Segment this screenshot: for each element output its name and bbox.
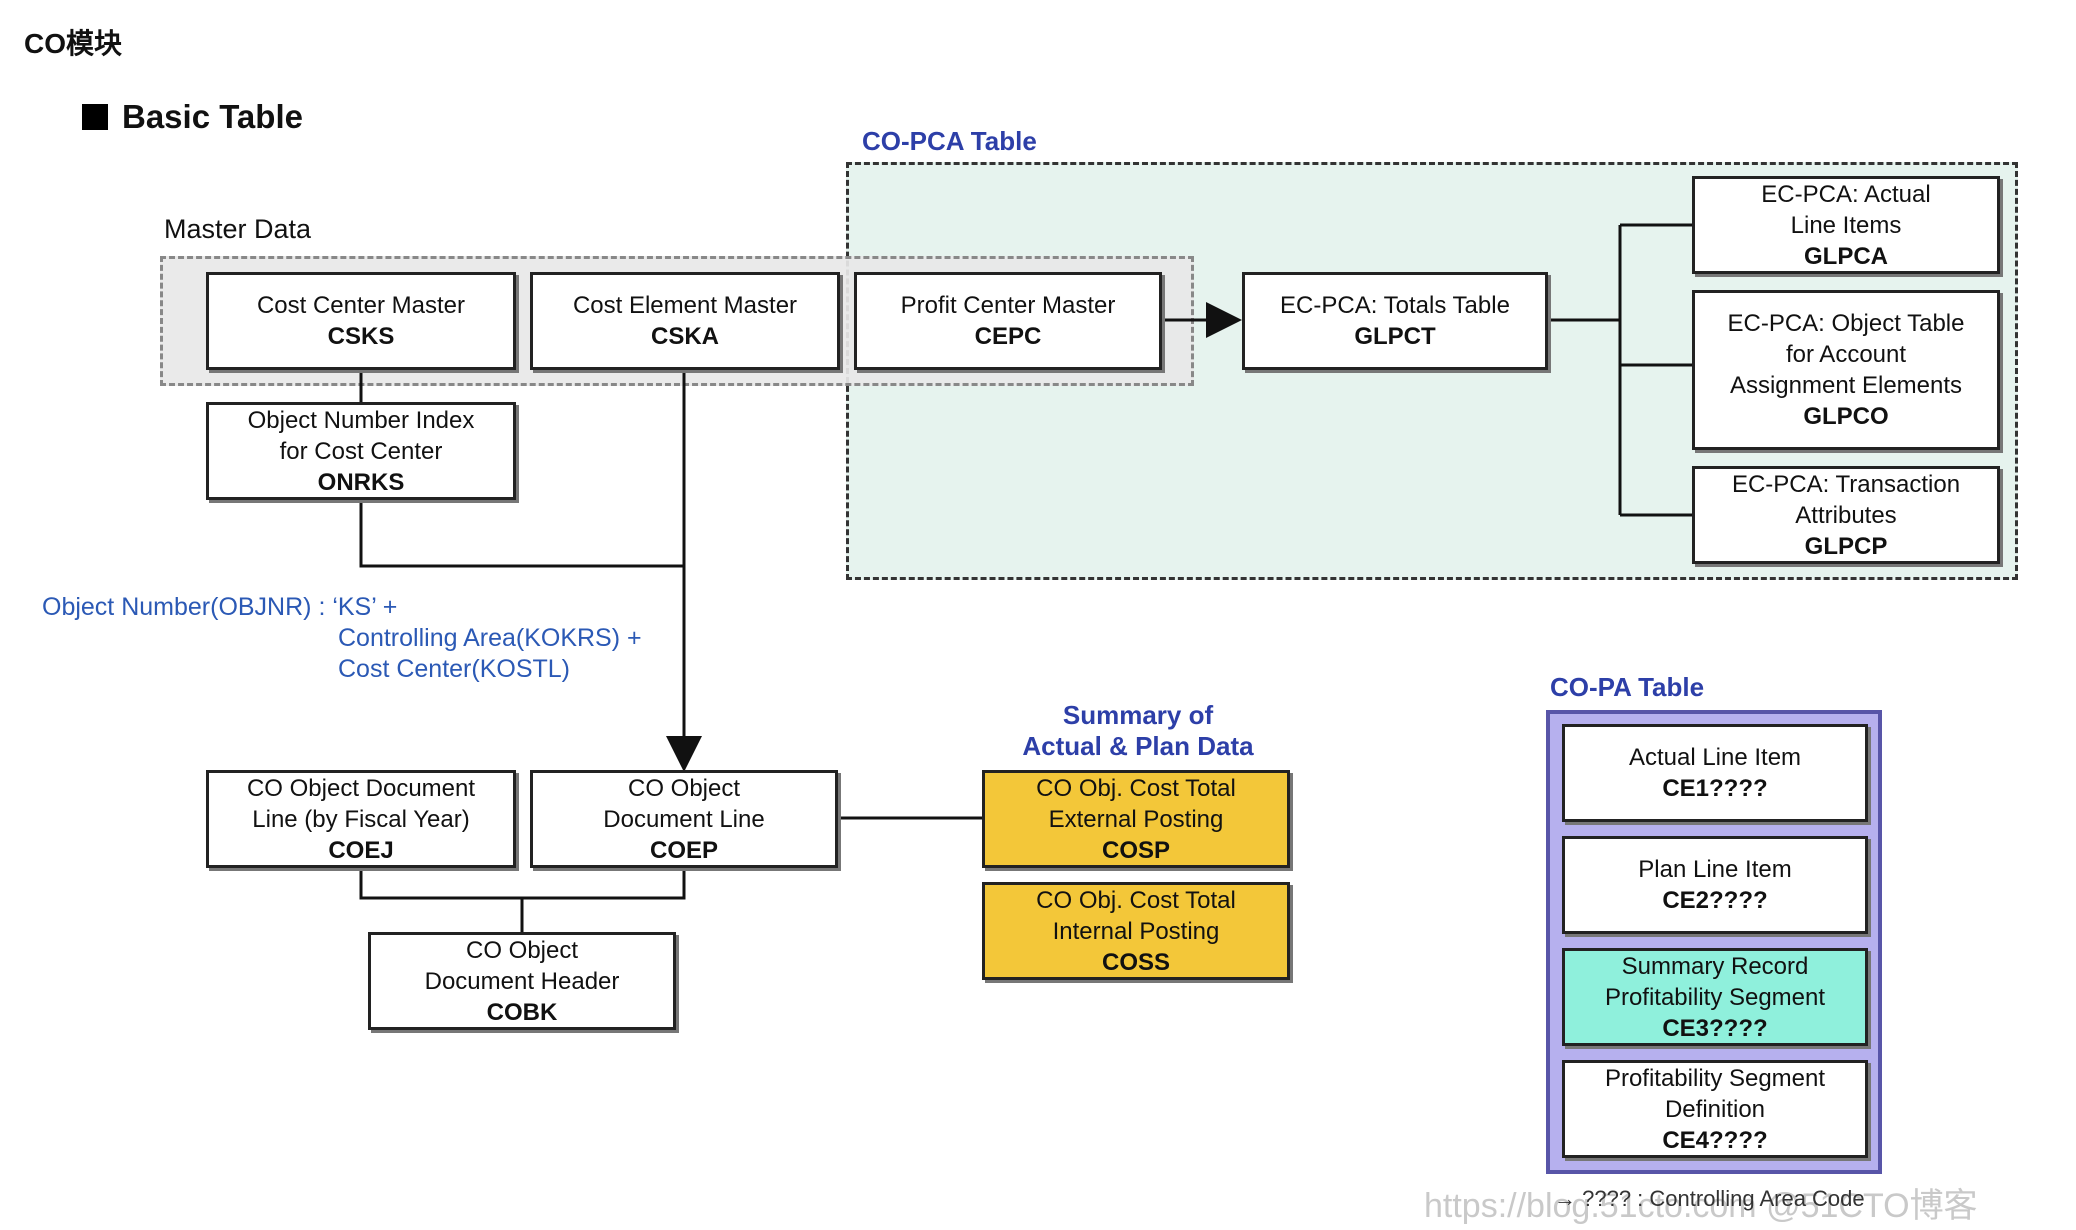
onrks-label-1: Object Number Index: [247, 406, 475, 434]
summary-label: Summary of Actual & Plan Data: [980, 700, 1296, 762]
footnote: → ???? : Controlling Area Code: [1554, 1186, 1865, 1211]
cosp-code: COSP: [1101, 836, 1170, 864]
cska-code: CSKA: [650, 323, 719, 350]
glpcp-box: EC-PCA: Transaction Attributes GLPCP: [1692, 466, 2000, 564]
ce2-box: Plan Line Item CE2????: [1562, 836, 1868, 934]
glpco-code: GLPCO: [1803, 403, 1889, 430]
ce2-label: Plan Line Item: [1638, 856, 1792, 883]
glpct-code: GLPCT: [1354, 323, 1436, 350]
coss-label-2: Internal Posting: [1052, 917, 1220, 945]
ce1-code: CE1????: [1662, 775, 1768, 802]
glpcp-label-1: EC-PCA: Transaction: [1731, 470, 1961, 498]
glpca-label-1: EC-PCA: Actual: [1761, 180, 1931, 208]
glpct-label: EC-PCA: Totals Table: [1280, 292, 1510, 319]
ce4-box: Profitability Segment Definition CE4????: [1562, 1060, 1868, 1158]
page-title: CO模块: [24, 28, 123, 59]
watermark: https://blog.51cto.com @51CTO博客: [1424, 1187, 1978, 1225]
glpco-label-2: for Account: [1785, 341, 1907, 368]
coep-label-2: Document Line: [603, 805, 765, 833]
glpca-box: EC-PCA: Actual Line Items GLPCA: [1692, 176, 2000, 274]
coej-box: CO Object Document Line (by Fiscal Year)…: [206, 770, 516, 868]
glpct-box: EC-PCA: Totals Table GLPCT: [1242, 272, 1548, 370]
coej-code: COEJ: [328, 836, 394, 864]
coep-code: COEP: [649, 836, 718, 864]
coss-label-1: CO Obj. Cost Total: [1036, 886, 1236, 914]
coep-label-1: CO Object: [627, 774, 741, 802]
onrks-label-2: for Cost Center: [279, 437, 443, 465]
csks-box: Cost Center Master CSKS: [206, 272, 516, 370]
glpcp-label-2: Attributes: [1795, 501, 1897, 529]
ce4-label-2: Definition: [1664, 1095, 1766, 1123]
ce3-label-1: Summary Record: [1621, 952, 1809, 980]
master-data-label: Master Data: [164, 214, 312, 244]
copa-table-label: CO-PA Table: [1550, 672, 1705, 702]
ce2-code: CE2????: [1662, 887, 1768, 914]
cosp-box: CO Obj. Cost Total External Posting COSP: [982, 770, 1290, 868]
cobk-box: CO Object Document Header COBK: [368, 932, 676, 1030]
cska-box: Cost Element Master CSKA: [530, 272, 840, 370]
ce3-label-2: Profitability Segment: [1604, 983, 1826, 1011]
glpcp-code: GLPCP: [1804, 532, 1888, 560]
cepc-code: CEPC: [974, 323, 1042, 350]
glpca-code: GLPCA: [1804, 242, 1888, 270]
section-title-text: Basic Table: [122, 98, 303, 135]
summary-label-line1: Summary of: [1062, 700, 1214, 730]
objnr-annotation-line1: Object Number(OBJNR) : ‘KS’ +: [42, 593, 398, 621]
cobk-code: COBK: [486, 998, 558, 1026]
glpco-label-1: EC-PCA: Object Table: [1727, 310, 1965, 337]
coss-box: CO Obj. Cost Total Internal Posting COSS: [982, 882, 1290, 980]
summary-label-line2: Actual & Plan Data: [1022, 731, 1254, 761]
coep-box: CO Object Document Line COEP: [530, 770, 838, 868]
coej-label-1: CO Object Document: [246, 774, 476, 802]
onrks-code: ONRKS: [317, 468, 405, 496]
csks-code: CSKS: [327, 323, 395, 350]
glpco-label-3: Assignment Elements: [1729, 372, 1963, 399]
cobk-label-1: CO Object: [465, 936, 579, 964]
section-title: Basic Table: [82, 98, 303, 136]
csks-label: Cost Center Master: [256, 292, 466, 319]
glpca-label-2: Line Items: [1790, 211, 1902, 239]
onrks-box: Object Number Index for Cost Center ONRK…: [206, 402, 516, 500]
cosp-label-2: External Posting: [1048, 805, 1224, 833]
coss-code: COSS: [1101, 948, 1170, 976]
ce1-label: Actual Line Item: [1628, 744, 1802, 771]
ce3-box: Summary Record Profitability Segment CE3…: [1562, 948, 1868, 1046]
square-bullet-icon: [82, 104, 108, 130]
ce4-label-1: Profitability Segment: [1604, 1064, 1826, 1092]
cepc-box: Profit Center Master CEPC: [854, 272, 1162, 370]
ce1-box: Actual Line Item CE1????: [1562, 724, 1868, 822]
glpco-box: EC-PCA: Object Table for Account Assignm…: [1692, 290, 2000, 450]
objnr-annotation-line2: Controlling Area(KOKRS) +: [338, 624, 642, 652]
objnr-annotation-line3: Cost Center(KOSTL): [338, 655, 571, 683]
cosp-label-1: CO Obj. Cost Total: [1036, 774, 1236, 802]
ce4-code: CE4????: [1662, 1126, 1768, 1154]
copca-table-label: CO-PCA Table: [862, 126, 1037, 156]
cska-label: Cost Element Master: [572, 292, 798, 319]
ce3-code: CE3????: [1662, 1014, 1768, 1042]
cepc-label: Profit Center Master: [900, 292, 1116, 319]
cobk-label-2: Document Header: [424, 967, 620, 995]
coej-label-2: Line (by Fiscal Year): [252, 805, 470, 833]
